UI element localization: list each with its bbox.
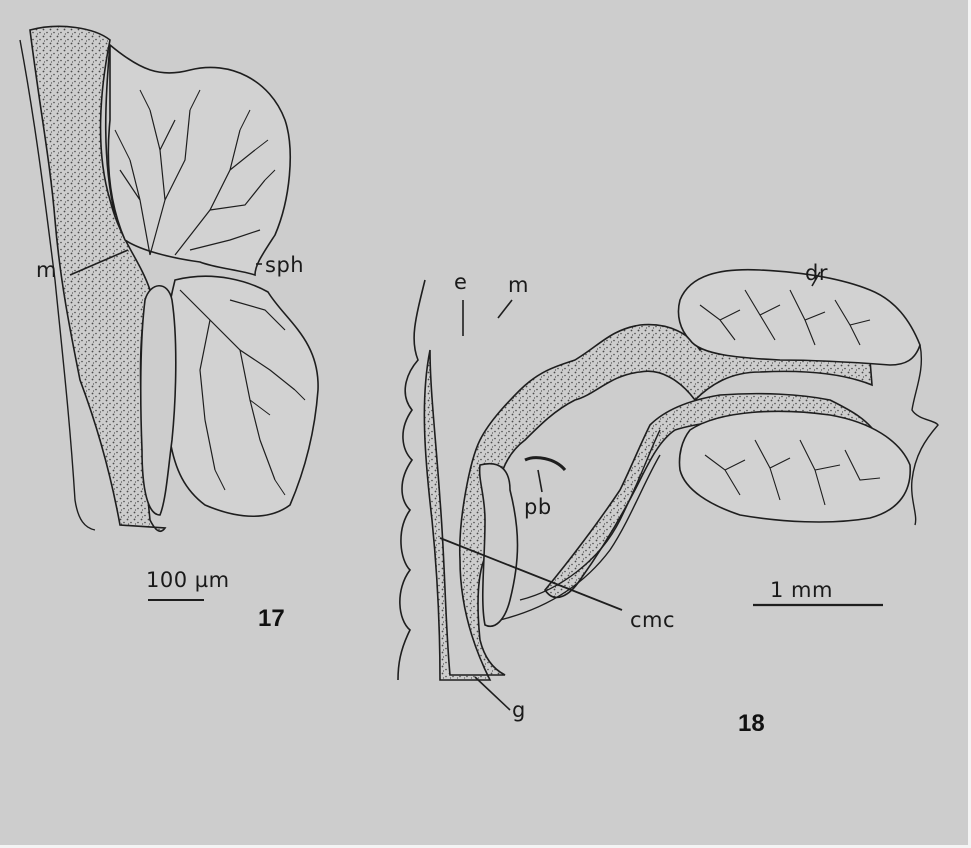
figure-number-17: 17	[258, 607, 285, 631]
label-g: g	[512, 700, 526, 721]
label-dr: dr	[805, 263, 828, 284]
scale-bar-label-fig18: 1 mm	[770, 580, 833, 601]
label-sph: sph	[265, 255, 304, 276]
label-cmc: cmc	[630, 610, 675, 631]
label-m-fig18: m	[508, 275, 529, 296]
label-e: e	[454, 272, 467, 293]
label-pb: pb	[524, 497, 552, 518]
label-m-fig17: m	[36, 260, 57, 281]
figure-number-18: 18	[738, 712, 765, 736]
figure-17-drawing	[20, 26, 318, 600]
figure-18-drawing	[398, 270, 938, 710]
scale-bar-label-fig17: 100 µm	[146, 570, 230, 591]
